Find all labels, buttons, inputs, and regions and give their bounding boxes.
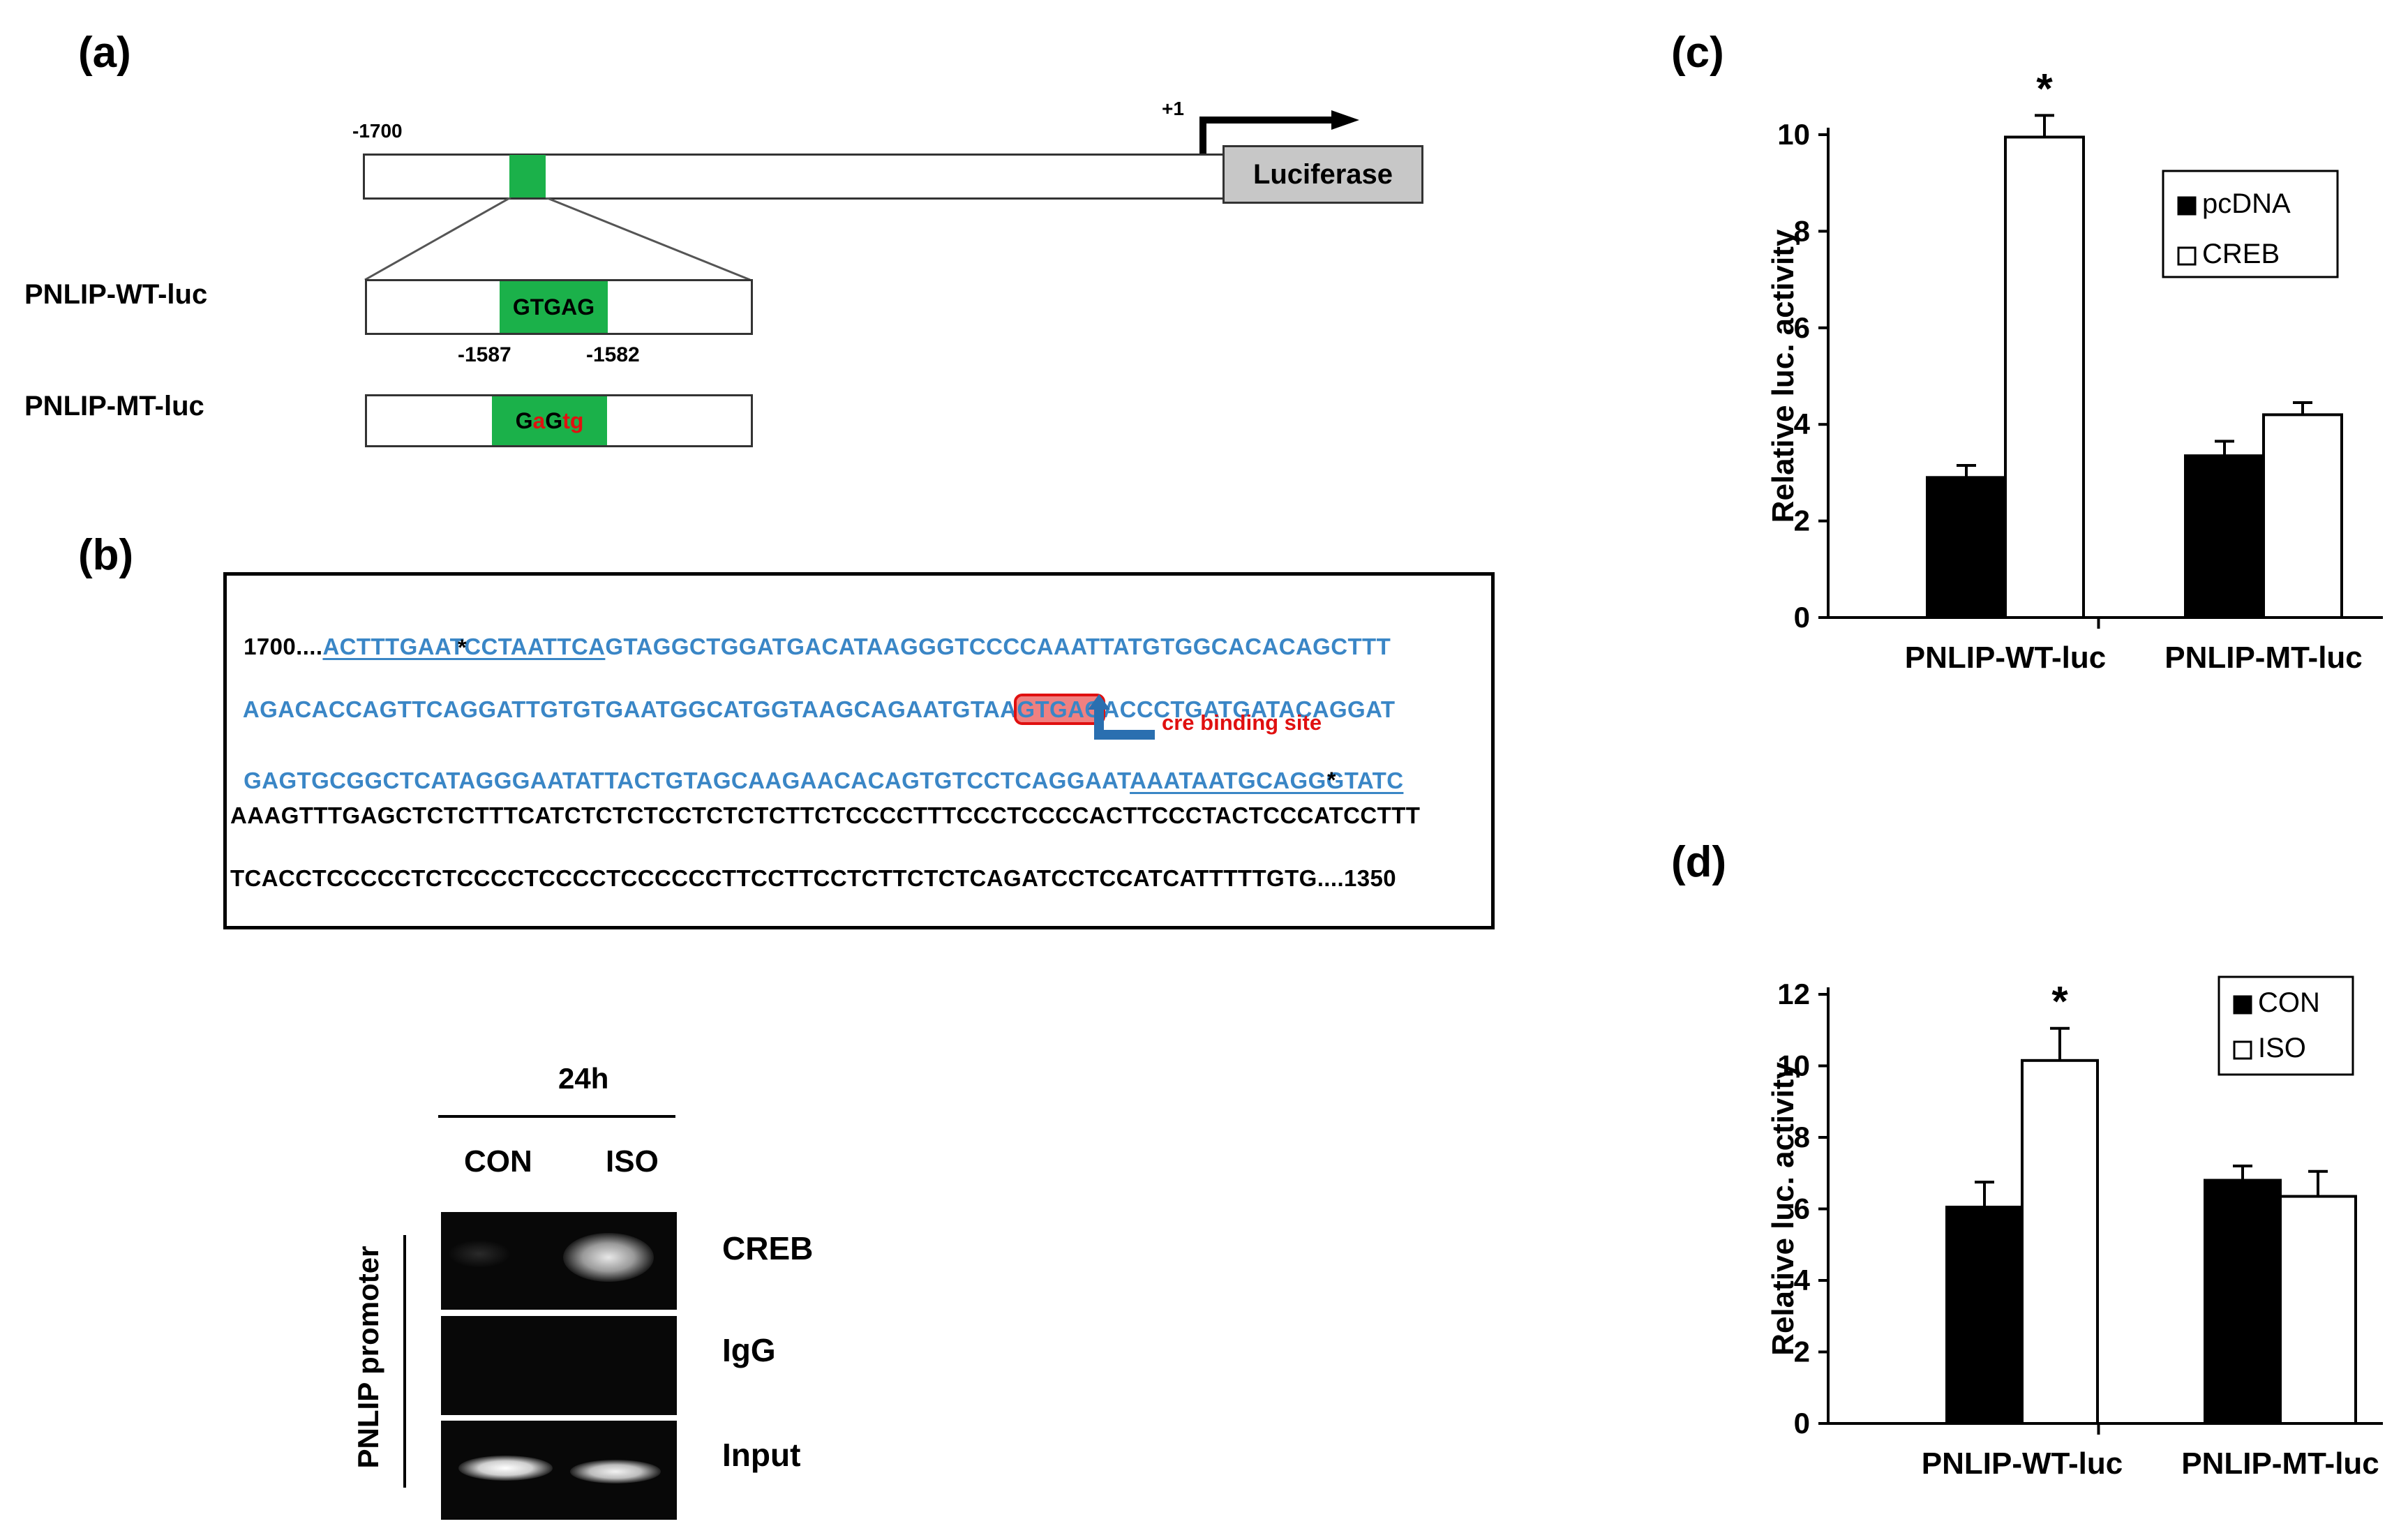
mt-site-sequence: GaGtg [492, 396, 607, 445]
side-bracket [403, 1235, 406, 1488]
band-creb-con [448, 1240, 511, 1268]
chart-c-legend-swatch-pcdna [2177, 196, 2197, 216]
mt-base-2-mutated: a [532, 408, 546, 433]
tss-arrow [1199, 110, 1359, 160]
chart-d-ytick-label-6: 12 [1777, 978, 1810, 1010]
sequence-line-3: GAGTGCGGCTCATAGGGAATATTACTGTAGCAAGAACACA… [230, 741, 1403, 794]
chart-d-bar-iso-0 [2021, 1059, 2099, 1425]
chart-d-legend-swatch-iso [2233, 1040, 2252, 1060]
chart-d-bar-iso-1 [2279, 1195, 2357, 1425]
mt-construct-name: PNLIP-MT-luc [24, 391, 204, 421]
chart-d-significance-star-0: * [2051, 978, 2068, 1025]
chart-c-legend-label-pcdna: pcDNA [2202, 188, 2291, 219]
chart-c-ytick-label-5: 10 [1777, 118, 1810, 151]
chart-c-bar-pcdna-0 [1926, 476, 2007, 619]
chart-c-ytick-label-4: 8 [1794, 214, 1810, 247]
chart-d-ytick-label-1: 2 [1794, 1336, 1810, 1368]
promoter-sequence-2b: ACCCTGATGATACAGGAT [1102, 696, 1396, 722]
sequence-box [223, 572, 1495, 929]
primer-star-1: * [458, 635, 467, 660]
chart-d-ytick-label-5: 10 [1777, 1049, 1810, 1082]
chart-d-legend-label-con: CON [2258, 987, 2320, 1018]
cre-site-marker [509, 155, 546, 197]
wt-position-right: -1582 [586, 343, 640, 366]
promoter-sequence-2a: AGACACCAGTTCAGGATTGTGTGAATGGCATGGTAAGCAG… [242, 696, 1017, 722]
sequence-line-2: AGACACCAGTTCAGGATTGTGTGAATGGCATGGTAAGCAG… [230, 670, 1396, 725]
chart-c-category-label-0: PNLIP-WT-luc [1905, 641, 2106, 675]
panel-label-b: (b) [78, 531, 134, 579]
chart-c-significance-star-0: * [2036, 65, 2053, 112]
chart-d-ytick-label-4: 8 [1794, 1121, 1810, 1153]
start-position: -1700 [352, 120, 403, 142]
sequence-line-1: 1700....ACTTTGAATCCTAATTCAGTAGGCTGGATGAC… [230, 607, 1391, 660]
promoter-bar [363, 154, 1227, 200]
chart-c-ylabel: Relative luc. activity [1766, 229, 1800, 523]
chart-d-ylabel: Relative luc. activity [1766, 1062, 1800, 1356]
chart-d-category-label-1: PNLIP-MT-luc [2181, 1446, 2379, 1481]
chart-c-bar-pcdna-1 [2184, 454, 2265, 619]
chart-c-ytick-label-1: 2 [1794, 504, 1810, 537]
chart-c-ytick-label-2: 4 [1794, 407, 1811, 440]
band-input-con [458, 1456, 553, 1481]
mt-base-1: G [515, 408, 533, 433]
forward-primer: ACTTTGAATCCTAATTCA [322, 634, 606, 659]
sequence-line-4: AAAGTTTGAGCTCTCTTTCATCTCTCTCCTCTCTCTTCTC… [230, 802, 1421, 828]
row-label-input: Input [722, 1437, 801, 1473]
chart-d-legend-swatch-con [2233, 995, 2252, 1015]
panel-label-d: (d) [1671, 838, 1727, 886]
cre-site-arrow [1088, 694, 1155, 740]
col-label-iso: ISO [606, 1144, 659, 1179]
mt-base-4-mutated: tg [562, 408, 584, 433]
time-underline [438, 1115, 675, 1118]
chart-c-bar-creb-1 [2262, 413, 2343, 619]
wt-construct-name: PNLIP-WT-luc [24, 279, 208, 310]
wt-site-sequence: GTGAG [500, 281, 608, 333]
chart-c-ytick-label-3: 6 [1794, 311, 1810, 344]
wt-position-left: -1587 [458, 343, 511, 366]
sequence-line-5: TCACCTCCCCCTCTCCCCTCCCCTCCCCCCTTCCTTCCTC… [230, 865, 1397, 891]
luciferase-box: Luciferase [1222, 145, 1423, 204]
gel-creb [441, 1212, 677, 1310]
chart-c-category-label-1: PNLIP-MT-luc [2164, 641, 2363, 675]
promoter-sequence-1: GTAGGCTGGATGACATAAGGGTCCCCAAATTATGTGGCAC… [605, 634, 1391, 659]
reverse-primer: AAATAATGCAGGGTATC [1130, 768, 1404, 793]
row-label-creb: CREB [722, 1230, 814, 1266]
tss-label: +1 [1162, 98, 1184, 119]
chart-d-ytick-label-0: 0 [1794, 1407, 1810, 1439]
chart-d-category-label-0: PNLIP-WT-luc [1922, 1446, 2123, 1481]
gel-igg [441, 1316, 677, 1415]
sequence-start: 1700.... [244, 634, 323, 659]
cre-site-label: cre binding site [1162, 710, 1322, 735]
chart-d-bar-con-0 [1945, 1205, 2024, 1425]
chart-d-legend-label-iso: ISO [2258, 1033, 2306, 1063]
chart-d-ytick-label-2: 4 [1794, 1264, 1811, 1296]
zoom-lines [364, 197, 751, 281]
primer-star-2: * [1327, 768, 1336, 793]
chart-c-bar-creb-0 [2004, 135, 2085, 619]
col-label-con: CON [464, 1144, 532, 1179]
chart-d-ytick-label-3: 6 [1794, 1192, 1810, 1225]
band-input-iso [570, 1460, 661, 1483]
chart-c-ytick-label-0: 0 [1794, 601, 1810, 634]
side-label: PNLIP promoter [352, 1246, 384, 1469]
chart-d-bar-con-1 [2204, 1179, 2282, 1425]
row-label-igg: IgG [722, 1332, 776, 1368]
mt-base-3: G [545, 408, 563, 433]
promoter-sequence-3: GAGTGCGGCTCATAGGGAATATTACTGTAGCAAGAACACA… [244, 768, 1130, 793]
chart-c-legend-swatch-creb [2177, 246, 2197, 266]
panel-label-c: (c) [1671, 29, 1724, 77]
gel-input [441, 1421, 677, 1520]
band-creb-iso [563, 1233, 654, 1282]
panel-label-a: (a) [78, 29, 131, 77]
time-label: 24h [558, 1062, 609, 1095]
chart-c-legend-label-creb: CREB [2202, 239, 2280, 269]
